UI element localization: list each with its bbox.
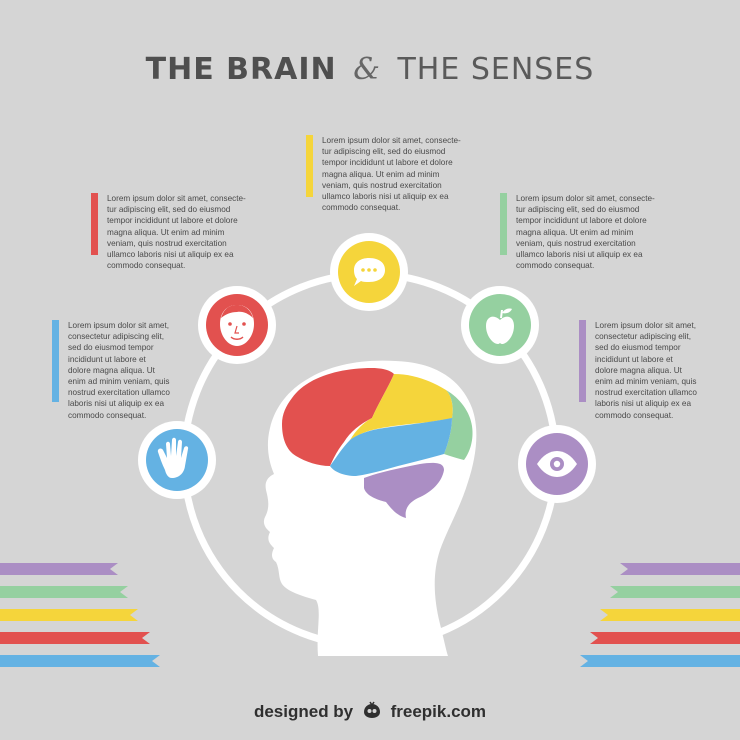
title-part-senses: THE SENSES bbox=[397, 52, 595, 87]
text-block-upper-left: Lorem ipsum dolor sit amet, consecte- tu… bbox=[91, 193, 246, 271]
brain-cerebellum bbox=[364, 462, 444, 518]
red-accent-bar bbox=[91, 193, 98, 255]
smell-sense-node bbox=[198, 286, 276, 364]
face-icon bbox=[220, 305, 254, 346]
right-ribbons bbox=[580, 563, 740, 667]
text-block-lower-left-body: Lorem ipsum dolor sit amet, consectetur … bbox=[68, 321, 170, 420]
text-block-upper-right: Lorem ipsum dolor sit amet, consecte- tu… bbox=[500, 193, 655, 271]
ribbon-blue-left bbox=[0, 655, 160, 667]
ribbon-blue-right bbox=[580, 655, 740, 667]
ribbon-red-right bbox=[590, 632, 740, 644]
green-accent-bar bbox=[500, 193, 507, 255]
taste-sense-node bbox=[461, 286, 539, 364]
speech-bubble-icon bbox=[354, 258, 385, 286]
left-ribbons bbox=[0, 563, 160, 667]
ribbon-yellow-right bbox=[600, 609, 740, 621]
ribbon-red-left bbox=[0, 632, 150, 644]
ribbon-purple-right bbox=[620, 563, 740, 575]
hand-icon bbox=[157, 437, 189, 478]
blue-accent-bar bbox=[52, 320, 59, 402]
ribbon-yellow-left bbox=[0, 609, 138, 621]
text-block-top-body: Lorem ipsum dolor sit amet, consecte- tu… bbox=[322, 136, 461, 213]
touch-sense-node bbox=[138, 421, 216, 499]
text-block-top: Lorem ipsum dolor sit amet, consecte- tu… bbox=[306, 135, 461, 213]
text-block-lower-right-body: Lorem ipsum dolor sit amet, consectetur … bbox=[595, 321, 697, 420]
apple-icon bbox=[486, 308, 514, 344]
sight-sense-node bbox=[518, 425, 596, 503]
attribution-prefix: designed by bbox=[253, 702, 354, 721]
yellow-accent-bar bbox=[306, 135, 313, 197]
title-ampersand: & bbox=[353, 52, 381, 87]
ribbon-green-right bbox=[610, 586, 740, 598]
ribbon-green-left bbox=[0, 586, 128, 598]
hearing-sense-node bbox=[330, 233, 408, 311]
attribution: designed by freepik.com bbox=[0, 700, 740, 722]
purple-accent-bar bbox=[579, 320, 586, 402]
brain-occipital-lobe bbox=[444, 390, 473, 460]
brain-temporal-lobe bbox=[330, 418, 452, 476]
brain-frontal-lobe bbox=[282, 368, 394, 466]
text-block-upper-right-body: Lorem ipsum dolor sit amet, consecte- tu… bbox=[516, 194, 655, 271]
attribution-brand: freepik.com bbox=[390, 702, 487, 721]
ribbon-purple-left bbox=[0, 563, 118, 575]
text-block-lower-right: Lorem ipsum dolor sit amet, consectetur … bbox=[579, 320, 697, 421]
text-block-upper-left-body: Lorem ipsum dolor sit amet, consecte- tu… bbox=[107, 194, 246, 271]
page-title: THE BRAIN & THE SENSES bbox=[0, 52, 740, 87]
text-block-lower-left: Lorem ipsum dolor sit amet, consectetur … bbox=[52, 320, 170, 421]
freepik-logo-icon bbox=[363, 701, 380, 718]
title-part-brain: THE BRAIN bbox=[145, 52, 337, 87]
brain-parietal-lobe bbox=[350, 374, 453, 440]
eye-icon bbox=[537, 451, 577, 477]
